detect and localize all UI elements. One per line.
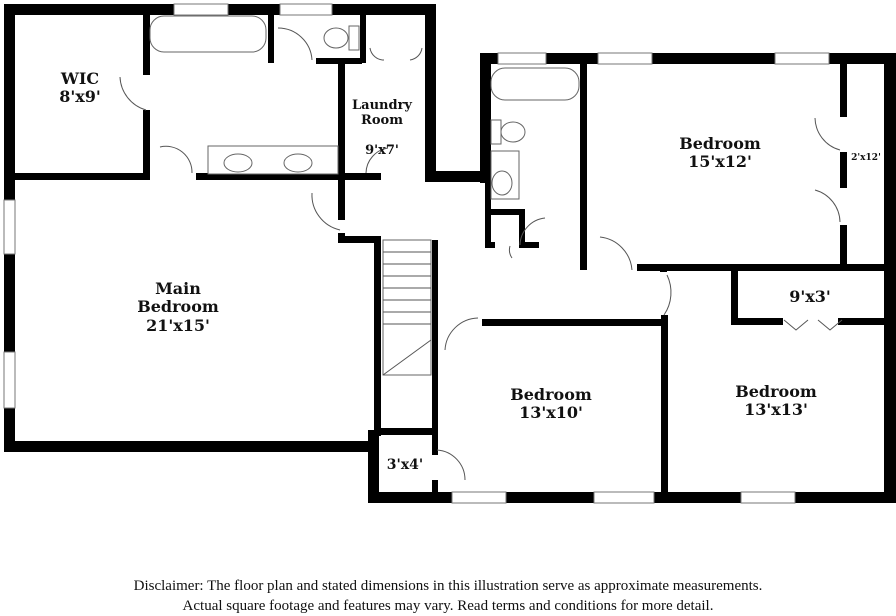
room-label-bedroom-se: Bedroom 13'x13' [735,382,817,420]
room-dims: 13'x10' [519,403,583,423]
room-dims: 21'x15' [146,315,210,335]
room-dims: 9'x3' [789,287,831,306]
room-label-closet-9x3: 9'x3' [789,287,831,306]
room-name: WIC [60,69,100,88]
room-label-closet-2x12: 2'x12' [851,153,881,163]
room-dims: 15'x12' [688,152,752,172]
room-label-laundry: Laundry Room 9'x7' [352,84,412,174]
disclaimer-line-1: Disclaimer: The floor plan and stated di… [133,578,763,594]
windows [3,3,830,504]
disclaimer: Disclaimer: The floor plan and stated di… [0,576,896,616]
room-label-bedroom-ne: Bedroom 15'x12' [679,134,761,172]
room-label-main-bedroom: Main Bedroom 21'x15' [137,279,219,335]
room-label-closet-3x4: 3'x4' [387,457,423,473]
room-name: Bedroom [735,382,817,401]
floor-plan-drawing [3,3,896,504]
room-dims: 13'x13' [744,400,808,420]
room-dims: 8'x9' [59,87,101,107]
fixtures [149,15,580,376]
disclaimer-line-2: Actual square footage and features may v… [182,598,714,614]
room-dims: 3'x4' [386,457,424,473]
room-name: Bedroom [510,385,592,404]
room-label-bedroom-s: Bedroom 13'x10' [510,385,592,423]
room-dims: 9'x7' [365,142,399,158]
doors [119,27,843,481]
room-name: Laundry Room [352,97,412,128]
room-label-wic: WIC 8'x9' [59,69,101,107]
room-name: Bedroom [679,134,761,153]
walls [4,4,896,503]
room-dims: 2'x12' [851,153,881,163]
room-name: Main Bedroom [137,279,219,317]
